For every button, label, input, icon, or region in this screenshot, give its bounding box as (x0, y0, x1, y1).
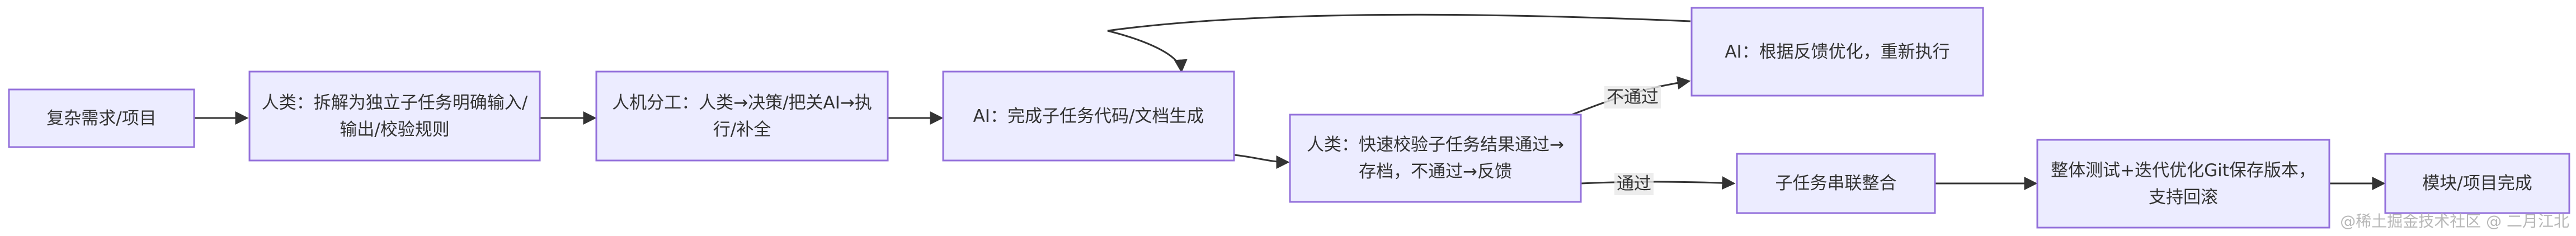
edge-reoptimize-back-to-ai-complete (1107, 13, 1691, 73)
label-ai-reoptimize: AI：根据反馈优化，重新执行 (1725, 41, 1950, 62)
label-division-of-labor: 人机分工：人类→决策/把关AI→执行/补全 (612, 92, 872, 140)
node-complex-requirement (8, 88, 195, 148)
label-ai-complete: AI：完成子任务代码/文档生成 (973, 106, 1204, 126)
edge-label-pass: 通过 (1614, 173, 1654, 195)
node-division-of-labor (595, 70, 889, 162)
label-human-decompose: 人类：拆解为独立子任务明确输入/输出/校验规则 (261, 92, 528, 140)
label-serial-integration: 子任务串联整合 (1775, 173, 1897, 193)
label-module-complete: 模块/项目完成 (2422, 173, 2532, 193)
edge-ai-complete-to-verify (1233, 154, 1290, 169)
edge-verify-to-integration-pass (1580, 176, 1736, 190)
edge-label-fail: 不通过 (1604, 86, 1661, 108)
label-overall-test: 整体测试+迭代优化Git保存版本，支持回滚 (2051, 160, 2316, 207)
node-ai-complete (942, 70, 1235, 162)
node-ai-reoptimize (1690, 7, 1984, 97)
node-module-complete (2384, 153, 2570, 214)
node-serial-integration (1736, 153, 1936, 214)
node-human-decompose (248, 70, 541, 162)
node-overall-test (2036, 139, 2330, 229)
label-complex-requirement: 复杂需求/项目 (46, 108, 157, 129)
watermark: @稀土掘金技术社区 @ 二月江北 (2340, 212, 2569, 230)
label-human-verify: 人类：快速校验子任务结果通过→存档，不通过→反馈 (1307, 135, 1564, 182)
node-human-verify (1289, 114, 1582, 203)
